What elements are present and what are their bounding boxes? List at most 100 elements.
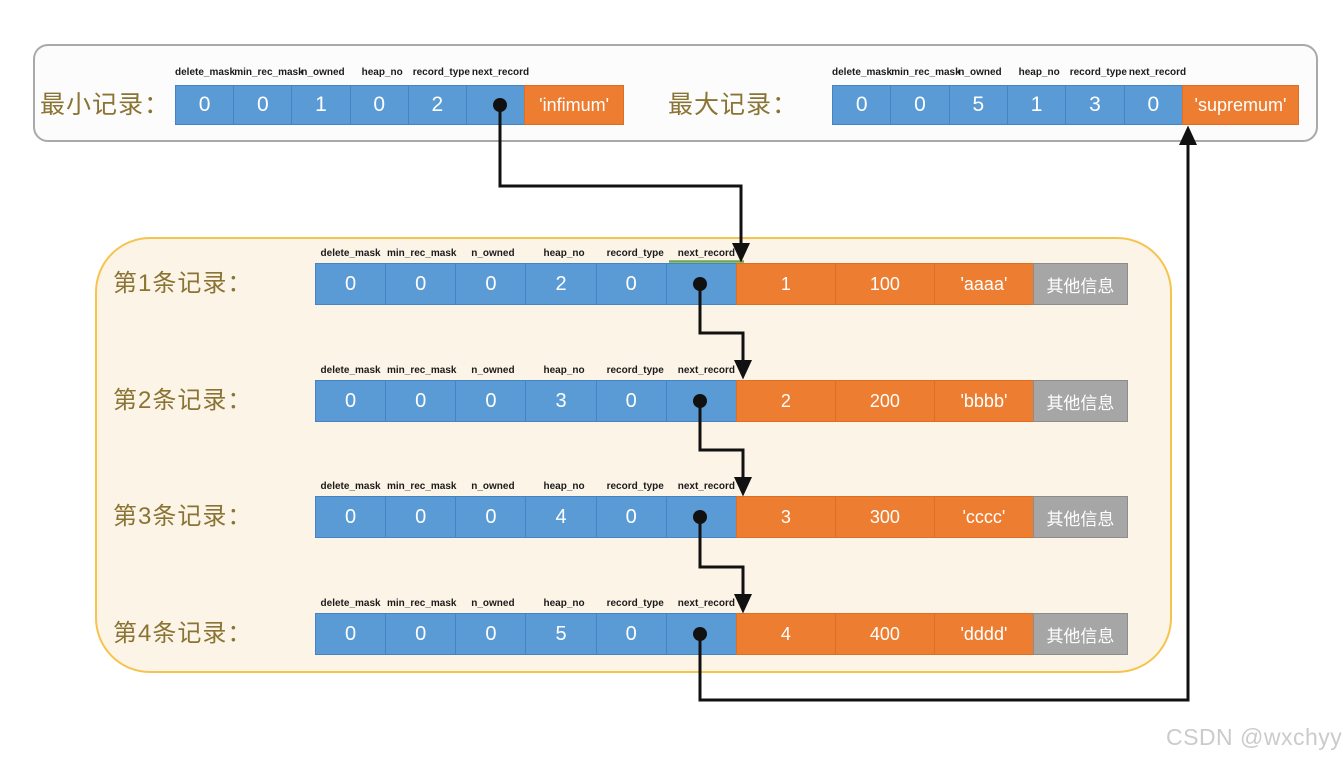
record-3-field-labels: delete_mask min_rec_mask n_owned heap_no…: [315, 480, 742, 493]
cell-n-owned: 0: [455, 263, 527, 305]
field-label-record-type: record_type: [606, 598, 664, 609]
cell-record-type: 2: [407, 85, 467, 125]
field-label-heap-no: heap_no: [543, 481, 585, 492]
field-label-record-type: record_type: [1069, 67, 1127, 78]
cell-next-record-pointer: [665, 496, 737, 538]
field-label-next-record: next_record: [677, 598, 735, 609]
min-record-label: 最小记录：: [40, 91, 171, 119]
cell-next-record-pointer: [665, 263, 737, 305]
cell-delete-mask: 0: [832, 85, 892, 125]
record-4-row: 0 0 0 5 0 4 400 'dddd' 其他信息: [315, 613, 1128, 655]
field-label-record-type: record_type: [606, 248, 664, 259]
record-3-label: 第3条记录：: [113, 503, 253, 530]
field-label-heap-no: heap_no: [1018, 67, 1060, 78]
cell-record-type: 0: [595, 380, 667, 422]
cell-data: 'dddd': [933, 613, 1034, 655]
field-label-min-rec-mask: min_rec_mask: [891, 67, 961, 78]
cell-next-record-pointer: [665, 380, 737, 422]
record-2-field-labels: delete_mask min_rec_mask n_owned heap_no…: [315, 364, 742, 377]
field-label-min-rec-mask: min_rec_mask: [386, 365, 457, 376]
max-record-row: 0 0 5 1 3 0 'supremum': [832, 85, 1299, 125]
cell-min-rec-mask: 0: [385, 613, 457, 655]
cell-min-rec-mask: 0: [233, 85, 293, 125]
field-label-next-record: next_record: [1128, 67, 1187, 78]
field-label-delete-mask: delete_mask: [175, 67, 236, 78]
max-record-field-labels: delete_mask min_rec_mask n_owned heap_no…: [832, 66, 1187, 79]
field-label-n-owned: n_owned: [301, 67, 345, 78]
cell-key: 1: [735, 263, 836, 305]
field-label-n-owned: n_owned: [471, 481, 515, 492]
record-1-label: 第1条记录：: [113, 270, 253, 297]
min-record-row: 0 0 1 0 2 'infimum': [175, 85, 625, 125]
record-1-row: 0 0 0 2 0 1 100 'aaaa' 其他信息: [315, 263, 1128, 305]
field-label-delete-mask: delete_mask: [320, 248, 381, 259]
cell-delete-mask: 0: [175, 85, 235, 125]
cell-min-rec-mask: 0: [890, 85, 950, 125]
field-label-next-record: next_record: [471, 67, 530, 78]
cell-record-type: 0: [595, 613, 667, 655]
field-label-min-rec-mask: min_rec_mask: [386, 248, 457, 259]
cell-min-rec-mask: 0: [385, 496, 457, 538]
cell-other-info: 其他信息: [1032, 496, 1128, 538]
cell-heap-no: 3: [525, 380, 597, 422]
record-4-label: 第4条记录：: [113, 620, 253, 647]
field-label-heap-no: heap_no: [361, 67, 403, 78]
cell-record-type: 3: [1065, 85, 1125, 125]
cell-n-owned: 0: [455, 496, 527, 538]
field-label-heap-no: heap_no: [543, 365, 585, 376]
cell-record-name: 'infimum': [524, 85, 625, 125]
cell-heap-no: 2: [525, 263, 597, 305]
cell-data: 'bbbb': [933, 380, 1034, 422]
max-record-label: 最大记录：: [668, 91, 799, 119]
cell-heap-no: 0: [349, 85, 409, 125]
cell-next-record-pointer: [465, 85, 526, 125]
cell-next-record-pointer: [665, 613, 737, 655]
cell-n-owned: 0: [455, 380, 527, 422]
cell-heap-no: 1: [1006, 85, 1067, 125]
field-label-delete-mask: delete_mask: [832, 67, 893, 78]
record-4-field-labels: delete_mask min_rec_mask n_owned heap_no…: [315, 597, 742, 610]
record-3-row: 0 0 0 4 0 3 300 'cccc' 其他信息: [315, 496, 1128, 538]
field-label-next-record: next_record: [677, 365, 735, 376]
cell-delete-mask: 0: [315, 380, 387, 422]
field-label-n-owned: n_owned: [958, 67, 1002, 78]
field-label-next-record: next_record: [677, 248, 735, 259]
field-label-next-record: next_record: [677, 481, 735, 492]
field-label-min-rec-mask: min_rec_mask: [386, 481, 457, 492]
record-2-row: 0 0 0 3 0 2 200 'bbbb' 其他信息: [315, 380, 1128, 422]
cell-value: 300: [834, 496, 935, 538]
field-label-n-owned: n_owned: [471, 598, 515, 609]
cell-other-info: 其他信息: [1032, 380, 1128, 422]
watermark: CSDN @wxchyy: [1166, 724, 1343, 750]
cell-n-owned: 0: [455, 613, 527, 655]
cell-min-rec-mask: 0: [385, 380, 457, 422]
field-label-record-type: record_type: [606, 365, 664, 376]
cell-heap-no: 5: [525, 613, 597, 655]
cell-data: 'aaaa': [933, 263, 1034, 305]
record-1-field-labels: delete_mask min_rec_mask n_owned heap_no…: [315, 247, 742, 260]
cell-record-type: 0: [595, 263, 667, 305]
cell-key: 4: [735, 613, 836, 655]
cell-delete-mask: 0: [315, 496, 387, 538]
cell-value: 100: [834, 263, 935, 305]
cell-key: 3: [735, 496, 836, 538]
cell-value: 200: [834, 380, 935, 422]
field-label-delete-mask: delete_mask: [320, 365, 381, 376]
cell-other-info: 其他信息: [1032, 263, 1128, 305]
cell-min-rec-mask: 0: [385, 263, 457, 305]
min-record-field-labels: delete_mask min_rec_mask n_owned heap_no…: [175, 66, 530, 79]
cell-heap-no: 4: [525, 496, 597, 538]
cell-key: 2: [735, 380, 836, 422]
field-label-delete-mask: delete_mask: [320, 481, 381, 492]
field-label-record-type: record_type: [606, 481, 664, 492]
cell-record-type: 0: [595, 496, 667, 538]
record-2-label: 第2条记录：: [113, 387, 253, 414]
cell-n-owned: 5: [948, 85, 1008, 125]
cell-data: 'cccc': [933, 496, 1034, 538]
field-label-record-type: record_type: [412, 67, 470, 78]
cell-delete-mask: 0: [315, 263, 387, 305]
field-label-n-owned: n_owned: [471, 365, 515, 376]
cell-n-owned: 1: [291, 85, 351, 125]
field-label-delete-mask: delete_mask: [320, 598, 381, 609]
